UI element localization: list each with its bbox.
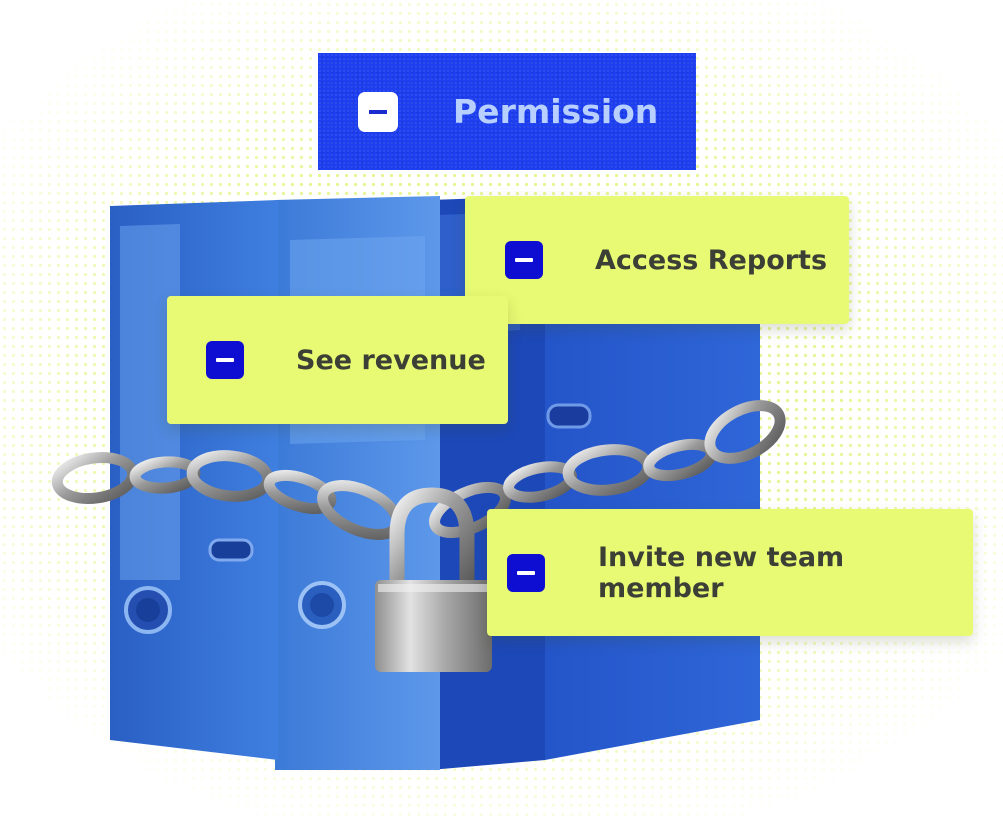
minus-icon[interactable] <box>507 553 545 592</box>
permission-card-see-revenue[interactable]: See revenue <box>167 296 508 424</box>
permission-card-invite-team-member[interactable]: Invite new team member <box>487 509 973 636</box>
permission-label: Invite new team member <box>598 541 845 604</box>
permission-label: See revenue <box>296 344 486 376</box>
permission-header: Permission <box>318 53 696 170</box>
minus-icon[interactable] <box>358 91 398 132</box>
padlock <box>375 487 492 672</box>
page-title: Permission <box>453 92 659 131</box>
permission-label: Access Reports <box>595 244 828 276</box>
chain <box>51 400 786 540</box>
minus-icon[interactable] <box>206 341 244 379</box>
permission-card-access-reports[interactable]: Access Reports <box>465 196 849 324</box>
minus-icon[interactable] <box>505 241 543 279</box>
